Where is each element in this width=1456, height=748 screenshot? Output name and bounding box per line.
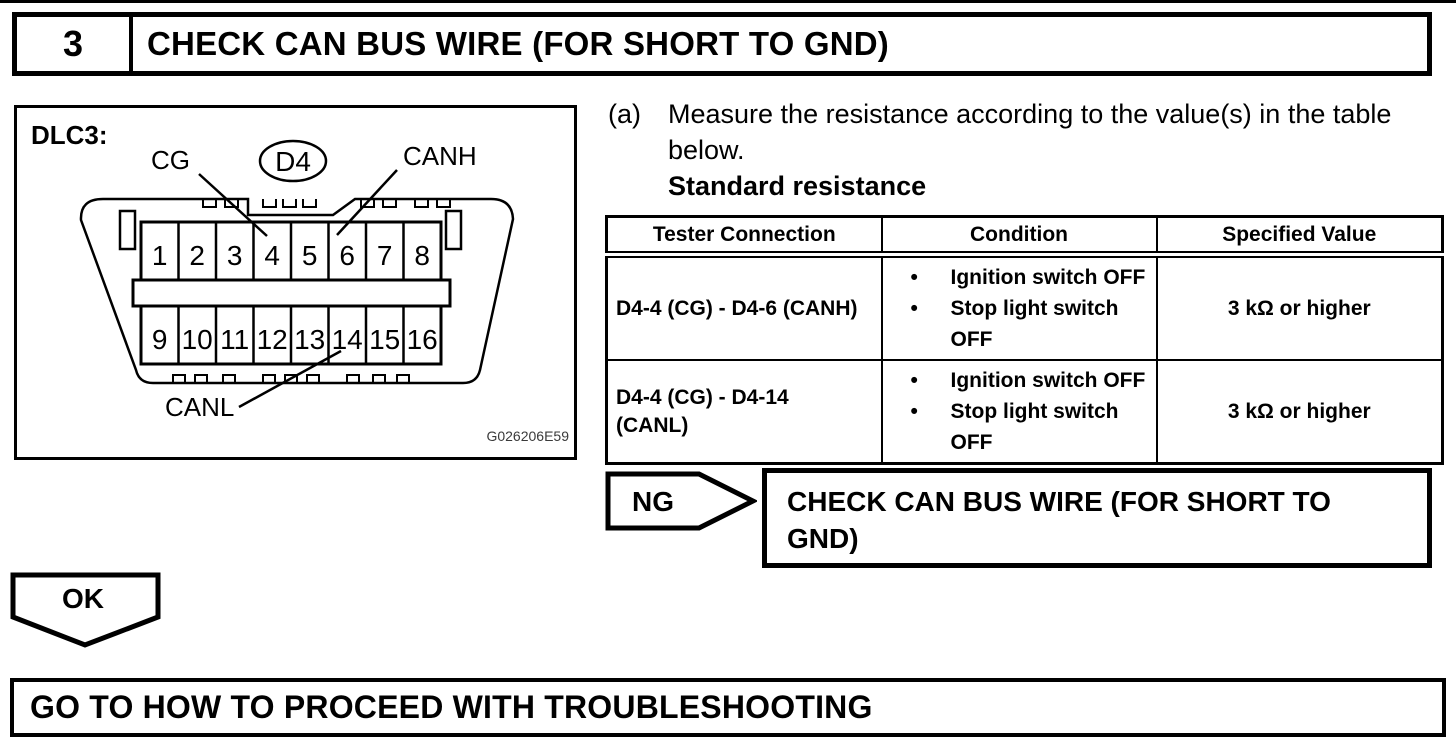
specified-value-cell: 3 kΩ or higher: [1155, 359, 1444, 465]
bullet-icon: •: [910, 297, 918, 320]
table-header-row: Tester Connection Condition Specified Va…: [605, 215, 1444, 258]
canl-label: CANL: [165, 392, 234, 422]
pin-number: 16: [407, 324, 438, 355]
instruction-marker: (a): [608, 99, 641, 129]
bullet-icon: •: [910, 369, 918, 392]
canl-leader-line: [238, 349, 342, 409]
instruction-text: Measure the resistance according to the …: [668, 99, 1392, 165]
column-header-condition: Condition: [880, 215, 1158, 258]
condition-item: • Stop light switch OFF: [911, 293, 1156, 355]
condition-cell: • Ignition switch OFF • Stop light switc…: [880, 359, 1158, 465]
pin-number: 5: [302, 240, 318, 271]
ok-arrow: OK: [10, 572, 161, 648]
condition-item: • Ignition switch OFF: [911, 365, 1156, 396]
step-title: CHECK CAN BUS WIRE (FOR SHORT TO GND): [147, 25, 889, 62]
pin-number: 1: [152, 240, 168, 271]
pin-number: 7: [377, 240, 393, 271]
pin-number: 6: [339, 240, 355, 271]
ng-label: NG: [632, 486, 674, 517]
pin-number: 13: [294, 324, 325, 355]
pin-number: 2: [189, 240, 205, 271]
left-slot: [118, 209, 137, 251]
figure-code: G026206E59: [486, 428, 569, 444]
ng-action-text: CHECK CAN BUS WIRE (FOR SHORT TO GND): [787, 486, 1331, 554]
pin-numbers-bottom: 9 10 11 12 13 14 15 16: [152, 324, 438, 355]
leader-lines: [198, 169, 398, 409]
ng-arrow-shape: [605, 471, 757, 531]
connector-illustration: 1 2 3 4 5 6 7 8 9 10 11 12 13 14 15 16 D…: [31, 120, 569, 444]
d4-badge-outline: [258, 139, 328, 183]
shell-top-teeth: [202, 199, 451, 208]
bullet-icon: •: [910, 400, 918, 423]
cg-label: CG: [151, 145, 190, 175]
connector-shell: [79, 197, 515, 385]
instruction-paragraph: (a) Measure the resistance according to …: [608, 96, 1453, 204]
dlc3-label: DLC3:: [31, 120, 108, 150]
pin-number: 11: [220, 324, 249, 355]
pin-number: 3: [227, 240, 243, 271]
cg-leader-line: [198, 173, 268, 237]
bullet-icon: •: [910, 266, 918, 289]
condition-item: • Stop light switch OFF: [911, 396, 1156, 458]
tester-connection-cell: D4-4 (CG) - D4-14 (CANL): [605, 359, 883, 465]
d4-badge: D4: [275, 146, 311, 177]
pin-number: 14: [332, 324, 363, 355]
dlc3-connector-diagram: 1 2 3 4 5 6 7 8 9 10 11 12 13 14 15 16 D…: [14, 105, 577, 460]
pin-number: 4: [264, 240, 280, 271]
standard-resistance-table: Tester Connection Condition Specified Va…: [605, 215, 1444, 465]
ok-label: OK: [62, 583, 104, 614]
right-slot: [444, 209, 463, 251]
canh-label: CANH: [403, 141, 477, 171]
table-row: D4-4 (CG) - D4-6 (CANH) • Ignition switc…: [605, 253, 1444, 361]
standard-resistance-heading: Standard resistance: [668, 171, 927, 201]
ok-arrow-shape: [10, 572, 161, 648]
specified-value-cell: 3 kΩ or higher: [1155, 253, 1444, 361]
column-header-specified-value: Specified Value: [1155, 215, 1444, 258]
pin-number: 8: [414, 240, 430, 271]
pin-number: 10: [182, 324, 213, 355]
center-bar: [131, 278, 452, 308]
condition-cell: • Ignition switch OFF • Stop light switc…: [880, 253, 1158, 361]
condition-item: • Ignition switch OFF: [911, 262, 1156, 293]
pin-number: 12: [257, 324, 288, 355]
shell-bottom-teeth: [172, 374, 410, 383]
tester-connection-cell: D4-4 (CG) - D4-6 (CANH): [605, 253, 883, 361]
pin-dividers: [177, 222, 405, 364]
column-header-tester-connection: Tester Connection: [605, 215, 883, 258]
step-header: 3 CHECK CAN BUS WIRE (FOR SHORT TO GND): [12, 12, 1432, 76]
step-number: 3: [17, 17, 133, 71]
ok-action-text: GO TO HOW TO PROCEED WITH TROUBLESHOOTIN…: [30, 689, 873, 725]
ng-arrow: NG: [605, 471, 757, 531]
pin-numbers-top: 1 2 3 4 5 6 7 8: [152, 240, 430, 271]
pin-number: 9: [152, 324, 168, 355]
canh-leader-line: [336, 169, 398, 236]
ng-action-box: CHECK CAN BUS WIRE (FOR SHORT TO GND): [762, 468, 1432, 568]
page-top-rule: [0, 0, 1456, 3]
table-row: D4-4 (CG) - D4-14 (CANL) • Ignition swit…: [605, 359, 1444, 465]
pin-number: 15: [369, 324, 400, 355]
ok-action-box: GO TO HOW TO PROCEED WITH TROUBLESHOOTIN…: [10, 678, 1446, 737]
